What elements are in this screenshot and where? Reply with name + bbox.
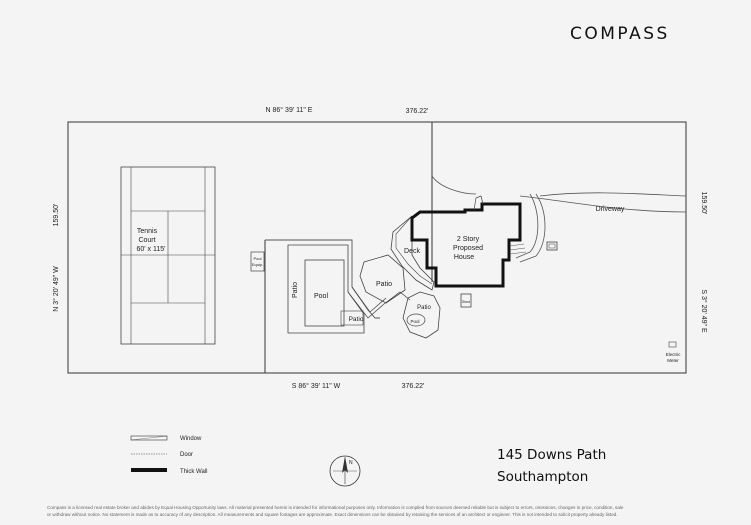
address-block: 145 Downs Path Southampton bbox=[497, 444, 606, 488]
tennis-label: Tennis bbox=[137, 228, 158, 235]
pool-label: Pool bbox=[314, 293, 328, 300]
pool-step bbox=[340, 310, 364, 326]
patio-pool-label: Patio bbox=[349, 316, 364, 323]
disclaimer: Compass is a licensed real estate broker… bbox=[47, 504, 702, 518]
pool-equipment bbox=[250, 251, 265, 272]
driveway-label: Driveway bbox=[596, 206, 625, 213]
patio-center-label: Patio bbox=[376, 281, 392, 288]
driveway-edge bbox=[431, 175, 477, 195]
top-length: 376.22' bbox=[406, 108, 429, 115]
left-length: 159.50' bbox=[53, 204, 60, 227]
east-bearing: S 3° 20' 49" E bbox=[700, 289, 708, 333]
legend-wall-swatch bbox=[131, 468, 167, 472]
patio-vertical-label: Patio bbox=[292, 282, 299, 298]
legend-window-swatch bbox=[130, 435, 168, 441]
pool-small bbox=[406, 313, 426, 327]
proposed-house bbox=[410, 202, 522, 288]
driveway-curve bbox=[519, 193, 546, 263]
patio-center bbox=[359, 254, 406, 304]
west-bearing: N 3° 20' 49" W bbox=[52, 266, 60, 312]
entry-steps bbox=[473, 195, 484, 211]
south-bearing: S 86° 39' 11" W bbox=[292, 382, 341, 390]
house-label: House bbox=[454, 254, 474, 261]
compass-logo: COMPASS bbox=[570, 24, 670, 44]
driveway-steps bbox=[509, 243, 527, 255]
shed bbox=[460, 293, 472, 308]
disclaimer-line: or withdraw without notice. No statement… bbox=[47, 512, 618, 517]
walkway bbox=[347, 291, 411, 319]
electric-label: Meter bbox=[667, 358, 679, 363]
patio-small bbox=[402, 291, 441, 339]
legend-window-label: Window bbox=[180, 436, 202, 442]
walkway bbox=[351, 286, 387, 313]
shed-label: Shed bbox=[462, 300, 470, 304]
patio-small-label: Patio bbox=[417, 305, 431, 311]
electric-label: Electric bbox=[666, 352, 682, 357]
address-line-1: 145 Downs Path bbox=[497, 447, 607, 463]
right-length: 159.50' bbox=[700, 192, 707, 215]
pool-small-label: Pool bbox=[410, 319, 419, 324]
patio-area bbox=[287, 244, 365, 334]
deck-outline bbox=[390, 215, 435, 291]
tennis-size: 60' x 115' bbox=[136, 246, 165, 253]
driveway-curve bbox=[515, 193, 539, 259]
house-label: Proposed bbox=[453, 245, 483, 252]
bottom-length: 376.22' bbox=[402, 383, 425, 390]
deck-outline bbox=[395, 215, 433, 285]
patio-wall bbox=[265, 239, 380, 319]
lot-boundary bbox=[67, 121, 687, 374]
utility-box-inner bbox=[548, 243, 556, 249]
house-label: 2 Story bbox=[457, 236, 480, 243]
pool-equip-label: Pool bbox=[253, 256, 261, 261]
driveway-edge bbox=[519, 195, 687, 213]
compass-north-label: N bbox=[349, 460, 353, 466]
legend-wall-label: Thick Wall bbox=[180, 469, 207, 475]
driveway-edge bbox=[539, 192, 687, 197]
tennis-court bbox=[120, 166, 216, 345]
disclaimer-line: Compass is a licensed real estate broker… bbox=[47, 505, 624, 510]
pool bbox=[304, 259, 345, 327]
legend-door-label: Door bbox=[180, 452, 193, 458]
utility-box bbox=[546, 241, 558, 251]
address-line-2: Southampton bbox=[497, 469, 589, 485]
tennis-label: Court bbox=[138, 237, 155, 244]
pool-equip-label: Equip. bbox=[252, 262, 263, 267]
legend bbox=[130, 435, 168, 472]
electric-meter bbox=[668, 341, 677, 348]
deck-label: Deck bbox=[404, 248, 420, 255]
north-bearing: N 86° 39' 11" E bbox=[266, 106, 313, 114]
compass-rose-icon bbox=[329, 455, 361, 487]
